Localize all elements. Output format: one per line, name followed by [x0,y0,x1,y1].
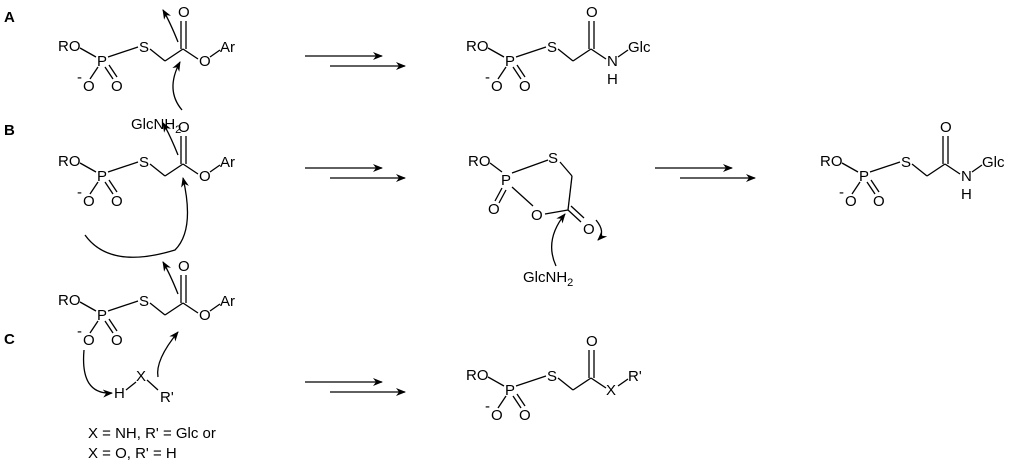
atom-o-ring: O [531,207,543,224]
atom-s: S [547,368,557,385]
atom-p: P [97,53,107,70]
atom-o-minus: O [491,78,503,95]
atom-o-carbonyl: O [583,221,595,238]
atom-ro: RO [58,38,81,55]
atom-p: P [97,307,107,324]
atom-ro: RO [466,367,489,384]
atom-o-ester: O [199,53,211,70]
atom-s: S [139,39,149,56]
charge-minus: - [485,69,490,86]
curved-arrows: GlcNH2 [82,9,189,398]
charge-minus: - [77,184,82,201]
atom-o-double: O [873,193,885,210]
atom-glc: Glc [628,39,651,56]
atom-o-double: O [111,193,123,210]
atom-glc: Glc [982,154,1005,171]
atom-o-double: O [111,78,123,95]
atom-o-double: O [111,332,123,349]
atom-p: P [505,53,515,70]
atom-p: P [859,168,869,185]
atom-s: S [139,293,149,310]
atom-o-minus: O [491,407,503,424]
atom-ro: RO [58,153,81,170]
atom-s: S [547,39,557,56]
condition-line-1: X = NH, R' = Glc or [88,425,216,442]
nucleophile-hxr: H X R' [114,368,174,406]
panel-label-a: A [4,9,15,26]
atom-p: P [505,382,515,399]
atom-p: P [97,168,107,185]
atom-n: N [607,53,618,70]
atom-ro: RO [820,153,843,170]
atom-p: P [501,172,511,189]
atom-h: H [114,385,125,402]
atom-x: X [136,368,146,385]
atom-o-carbonyl: O [178,4,190,21]
atom-s: S [139,154,149,171]
atom-o-double: O [519,78,531,95]
condition-line-2: X = O, R' = H [88,445,177,462]
atom-h: H [961,186,972,203]
atom-ar: Ar [220,154,235,171]
atom-o-ester: O [199,307,211,324]
nucleophile-glcnh2-a: GlcNH2 [131,116,181,136]
charge-minus: - [77,323,82,340]
charge-minus: - [485,398,490,415]
atom-ar: Ar [220,293,235,310]
atom-r-prime: R' [160,389,174,406]
atom-ro: RO [468,153,491,170]
reaction-arrow-a [305,52,406,70]
atom-r-prime: R' [628,368,642,385]
atom-n: N [961,168,972,185]
charge-minus: - [839,184,844,201]
atom-o-minus: O [83,78,95,95]
nucleophile-glcnh2: GlcNH2 [523,269,573,289]
atom-o-carbonyl: O [586,4,598,21]
panel-label-b: B [4,122,15,139]
panel-label-c: C [4,331,15,348]
atom-o-double: O [519,407,531,424]
atom-o-minus: O [83,332,95,349]
atom-x: X [606,382,616,399]
atom-o-minus: O [83,193,95,210]
reaction-arrow-b2 [655,164,756,182]
atom-s: S [548,150,558,167]
atom-ar: Ar [220,39,235,56]
atom-o-ester: O [199,168,211,185]
atom-s: S [901,154,911,171]
atom-o-minus: O [845,193,857,210]
atom-o-carbonyl: O [940,119,952,136]
reaction-arrow-b1 [305,164,406,182]
reaction-arrow-c [305,378,406,396]
atom-o-p: O [488,201,500,218]
cyclic-intermediate: RO P S O O O GlcNH2 [468,150,608,289]
atom-o-carbonyl: O [178,119,190,136]
atom-o-carbonyl: O [586,333,598,350]
charge-minus: - [77,69,82,86]
atom-ro: RO [466,38,489,55]
atom-ro: RO [58,292,81,309]
atom-h: H [607,71,618,88]
atom-o-carbonyl: O [178,258,190,275]
